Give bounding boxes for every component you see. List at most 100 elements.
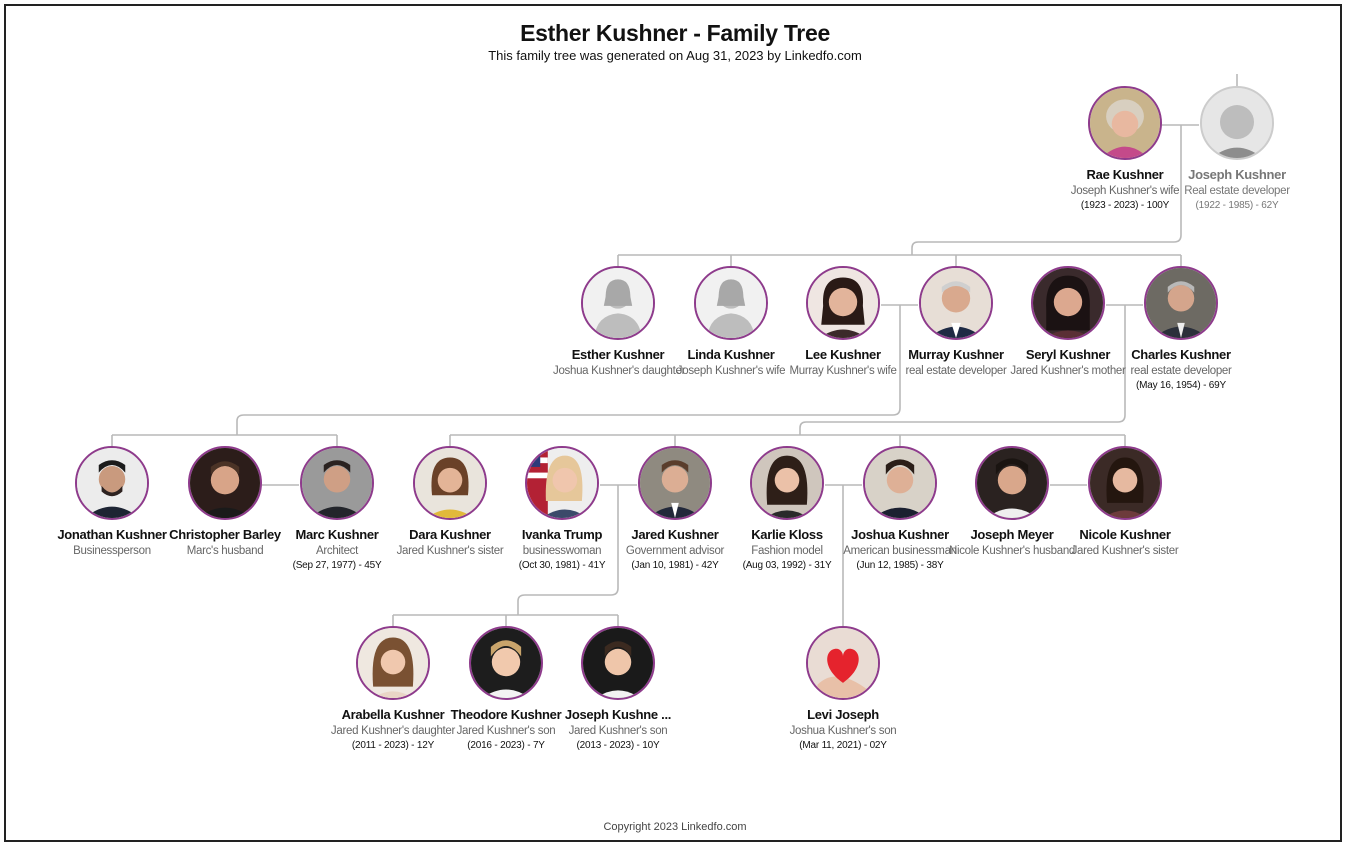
- male-photo-avatar[interactable]: [75, 446, 149, 520]
- person-name: Charles Kushner: [1131, 347, 1231, 362]
- person-role: Architect: [315, 545, 359, 557]
- person-name: Dara Kushner: [409, 527, 491, 542]
- placeholder-female-icon[interactable]: [581, 266, 655, 340]
- person-card-lee[interactable]: Lee Kushner Murray Kushner's wife: [778, 266, 908, 377]
- male-photo-avatar[interactable]: [975, 446, 1049, 520]
- person-dates: (2016 - 2023) - 7Y: [467, 740, 545, 751]
- person-card-levi[interactable]: Levi Joseph Joshua Kushner's son (Mar 11…: [778, 626, 908, 751]
- placeholder-female-icon[interactable]: [694, 266, 768, 340]
- person-name: Levi Joseph: [807, 707, 879, 722]
- person-name: Christopher Barley: [169, 527, 281, 542]
- person-dates: (May 16, 1954) - 69Y: [1136, 380, 1226, 391]
- tree-frame: [4, 4, 1342, 842]
- person-card-linda[interactable]: Linda Kushner Joseph Kushner's wife: [666, 266, 796, 377]
- person-card-joseph-sr[interactable]: Joseph Kushner Real estate developer (19…: [1172, 86, 1302, 211]
- person-dates: (2011 - 2023) - 12Y: [351, 740, 435, 751]
- page-title: Esther Kushner - Family Tree: [520, 20, 830, 46]
- person-name: Joseph Kushne ...: [564, 707, 672, 722]
- female-photo-avatar[interactable]: [750, 446, 824, 520]
- person-dates: (Mar 11, 2021) - 02Y: [799, 740, 887, 751]
- person-name: Lee Kushner: [805, 347, 881, 362]
- female-photo-avatar[interactable]: [1031, 266, 1105, 340]
- page-subtitle: This family tree was generated on Aug 31…: [488, 48, 862, 63]
- male-photo-avatar[interactable]: [919, 266, 993, 340]
- person-card-ivanka[interactable]: Ivanka Trump businesswoman (Oct 30, 1981…: [497, 446, 627, 571]
- girl-photo-avatar[interactable]: [356, 626, 430, 700]
- copyright-footer: Copyright 2023 Linkedfo.com: [603, 821, 747, 833]
- person-name: Linda Kushner: [687, 347, 775, 362]
- person-card-murray[interactable]: Murray Kushner real estate developer: [891, 266, 1021, 377]
- boy-photo-avatar[interactable]: [469, 626, 543, 700]
- person-card-theodore[interactable]: Theodore Kushner Jared Kushner's son (20…: [441, 626, 571, 751]
- person-card-seryl[interactable]: Seryl Kushner Jared Kushner's mother: [1003, 266, 1133, 377]
- person-name: Seryl Kushner: [1025, 347, 1111, 362]
- person-role: Marc's husband: [186, 545, 264, 557]
- person-card-rae[interactable]: Rae Kushner Joseph Kushner's wife (1923 …: [1060, 86, 1190, 211]
- person-card-nicole[interactable]: Nicole Kushner Jared Kushner's sister: [1060, 446, 1190, 557]
- person-name: Arabella Kushner: [341, 707, 445, 722]
- person-dates: (Sep 27, 1977) - 45Y: [292, 560, 382, 571]
- person-role: Jared Kushner's son: [568, 725, 668, 737]
- person-dates: (1923 - 2023) - 100Y: [1080, 200, 1170, 211]
- person-role: Real estate developer: [1184, 185, 1290, 197]
- person-dates: (1922 - 1985) - 62Y: [1195, 200, 1279, 211]
- person-role: Jared Kushner's daughter: [330, 725, 456, 737]
- person-dates: (Aug 03, 1992) - 31Y: [742, 560, 832, 571]
- person-card-dara[interactable]: Dara Kushner Jared Kushner's sister: [385, 446, 515, 557]
- person-name: Joseph Meyer: [970, 527, 1054, 542]
- boy-photo-avatar[interactable]: [581, 626, 655, 700]
- person-name: Jonathan Kushner: [57, 527, 167, 542]
- female-photo-avatar[interactable]: [1088, 86, 1162, 160]
- person-dates: (Oct 30, 1981) - 41Y: [518, 560, 606, 571]
- person-role: Murray Kushner's wife: [789, 365, 897, 377]
- person-role: Jared Kushner's son: [456, 725, 556, 737]
- person-name: Theodore Kushner: [450, 707, 562, 722]
- heart-icon-avatar[interactable]: [806, 626, 880, 700]
- person-name: Murray Kushner: [908, 347, 1004, 362]
- person-card-charles[interactable]: Charles Kushner real estate developer (M…: [1116, 266, 1246, 391]
- male-photo-bw-avatar[interactable]: [1200, 86, 1274, 160]
- person-role: Fashion model: [751, 545, 823, 557]
- person-name: Esther Kushner: [571, 347, 665, 362]
- person-role: real estate developer: [905, 365, 1007, 377]
- person-name: Ivanka Trump: [521, 527, 603, 542]
- male-photo-avatar[interactable]: [1144, 266, 1218, 340]
- person-role: American businessman: [843, 545, 957, 557]
- person-dates: (Jan 10, 1981) - 42Y: [631, 560, 719, 571]
- female-photo-avatar[interactable]: [806, 266, 880, 340]
- person-dates: (2013 - 2023) - 10Y: [576, 740, 660, 751]
- female-photo-avatar[interactable]: [413, 446, 487, 520]
- person-card-joseph-jr[interactable]: Joseph Kushne ... Jared Kushner's son (2…: [553, 626, 683, 751]
- person-role: Jared Kushner's sister: [396, 545, 504, 557]
- person-name: Jared Kushner: [631, 527, 719, 542]
- male-photo-avatar[interactable]: [300, 446, 374, 520]
- person-card-jonathan[interactable]: Jonathan Kushner Businessperson: [47, 446, 177, 557]
- person-card-jared[interactable]: Jared Kushner Government advisor (Jan 10…: [610, 446, 740, 571]
- person-card-karlie[interactable]: Karlie Kloss Fashion model (Aug 03, 1992…: [722, 446, 852, 571]
- person-name: Marc Kushner: [295, 527, 379, 542]
- male-photo-avatar[interactable]: [863, 446, 937, 520]
- person-role: Joshua Kushner's son: [789, 725, 897, 737]
- female-photo-avatar[interactable]: [525, 446, 599, 520]
- person-role: Joseph Kushner's wife: [1070, 185, 1180, 197]
- male-photo-avatar[interactable]: [188, 446, 262, 520]
- person-card-marc[interactable]: Marc Kushner Architect (Sep 27, 1977) - …: [272, 446, 402, 571]
- person-card-esther[interactable]: Esther Kushner Joshua Kushner's daughter: [553, 266, 686, 377]
- person-card-joseph-meyer[interactable]: Joseph Meyer Nicole Kushner's husband: [947, 446, 1077, 557]
- person-role: Businessperson: [73, 545, 151, 557]
- person-role: Joshua Kushner's daughter: [553, 365, 686, 377]
- person-name: Rae Kushner: [1086, 167, 1164, 182]
- female-photo-avatar[interactable]: [1088, 446, 1162, 520]
- person-role: Jared Kushner's sister: [1071, 545, 1179, 557]
- person-card-joshua[interactable]: Joshua Kushner American businessman (Jun…: [835, 446, 965, 571]
- person-name: Joseph Kushner: [1188, 167, 1286, 182]
- male-photo-avatar[interactable]: [638, 446, 712, 520]
- person-role: Jared Kushner's mother: [1010, 365, 1126, 377]
- person-name: Nicole Kushner: [1079, 527, 1171, 542]
- person-card-arabella[interactable]: Arabella Kushner Jared Kushner's daughte…: [328, 626, 458, 751]
- person-dates: (Jun 12, 1985) - 38Y: [856, 560, 944, 571]
- person-role: real estate developer: [1130, 365, 1232, 377]
- person-card-christopher[interactable]: Christopher Barley Marc's husband: [160, 446, 290, 557]
- person-name: Karlie Kloss: [751, 527, 823, 542]
